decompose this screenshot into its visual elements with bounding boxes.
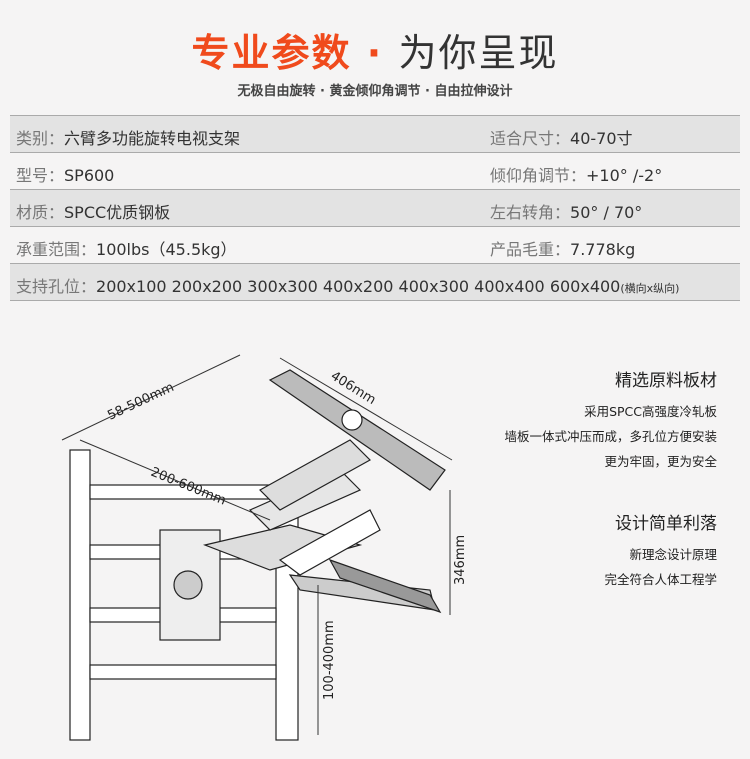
feature-line: 新理念设计原理 xyxy=(629,547,717,562)
spec-label: 支持孔位： xyxy=(16,277,97,296)
spec-value: 100lbs（45.5kg） xyxy=(96,240,237,259)
spec-value: 200x100 200x200 300x300 400x200 400x300 … xyxy=(96,277,621,296)
feature-line: 墙板一体式冲压而成，多孔位方便安装 xyxy=(504,429,717,444)
feature-design: 设计简单利落 新理念设计原理 完全符合人体工程学 xyxy=(604,509,717,594)
spec-row-holes: 支持孔位：200x100 200x200 300x300 400x200 400… xyxy=(10,263,740,301)
spec-table: 类别：六臂多功能旋转电视支架 适合尺寸：40-70寸 型号：SP600 倾仰角调… xyxy=(10,115,740,301)
title-separator: · xyxy=(351,31,399,75)
title-rest: 为你呈现 xyxy=(398,31,559,75)
spec-value: 40-70寸 xyxy=(570,129,633,148)
spec-label: 产品毛重： xyxy=(490,240,571,259)
spec-label: 材质： xyxy=(16,203,65,222)
title-highlight: 专业参数 xyxy=(191,31,352,75)
spec-label: 型号： xyxy=(16,166,65,185)
spec-note: (横向x纵向) xyxy=(620,282,680,295)
dim-extension: 58-500mm xyxy=(105,380,176,424)
spec-row: 材质：SPCC优质钢板 左右转角：50° / 70° xyxy=(10,189,740,226)
spec-row: 承重范围：100lbs（45.5kg） 产品毛重：7.778kg xyxy=(10,226,740,263)
spec-value: 50° / 70° xyxy=(570,203,643,222)
spec-value: SP600 xyxy=(64,166,115,185)
feature-materials: 精选原料板材 采用SPCC高强度冷轧板 墙板一体式冲压而成，多孔位方便安装 更为… xyxy=(504,366,717,476)
wall-plate-left xyxy=(69,449,91,741)
feature-title: 精选原料板材 xyxy=(615,371,717,391)
spec-value: 7.778kg xyxy=(570,240,636,259)
spec-label: 倾仰角调节： xyxy=(490,166,587,185)
spec-label: 类别： xyxy=(16,129,65,148)
spec-value: +10° /-2° xyxy=(586,166,663,185)
spec-value: 六臂多功能旋转电视支架 xyxy=(64,129,241,148)
spec-label: 左右转角： xyxy=(490,203,571,222)
spec-label: 适合尺寸： xyxy=(490,129,571,148)
tv-plate-top xyxy=(268,369,446,491)
spec-label: 承重范围： xyxy=(16,240,97,259)
spec-value: SPCC优质钢板 xyxy=(64,203,171,222)
feature-line: 采用SPCC高强度冷轧板 xyxy=(584,404,717,419)
spec-row: 类别：六臂多功能旋转电视支架 适合尺寸：40-70寸 xyxy=(10,115,740,152)
spec-row: 型号：SP600 倾仰角调节：+10° /-2° xyxy=(10,152,740,189)
page-title: 专业参数 · 为你呈现 xyxy=(0,22,750,77)
subtitle: 无极自由旋转 · 黄金倾仰角调节 · 自由拉伸设计 xyxy=(237,84,513,99)
feature-title: 设计简单利落 xyxy=(615,514,717,534)
feature-line: 更为牢固，更为安全 xyxy=(604,454,717,469)
feature-line: 完全符合人体工程学 xyxy=(604,572,717,587)
dim-height: 346mm xyxy=(453,535,468,585)
dim-wall: 100-400mm xyxy=(322,620,337,700)
